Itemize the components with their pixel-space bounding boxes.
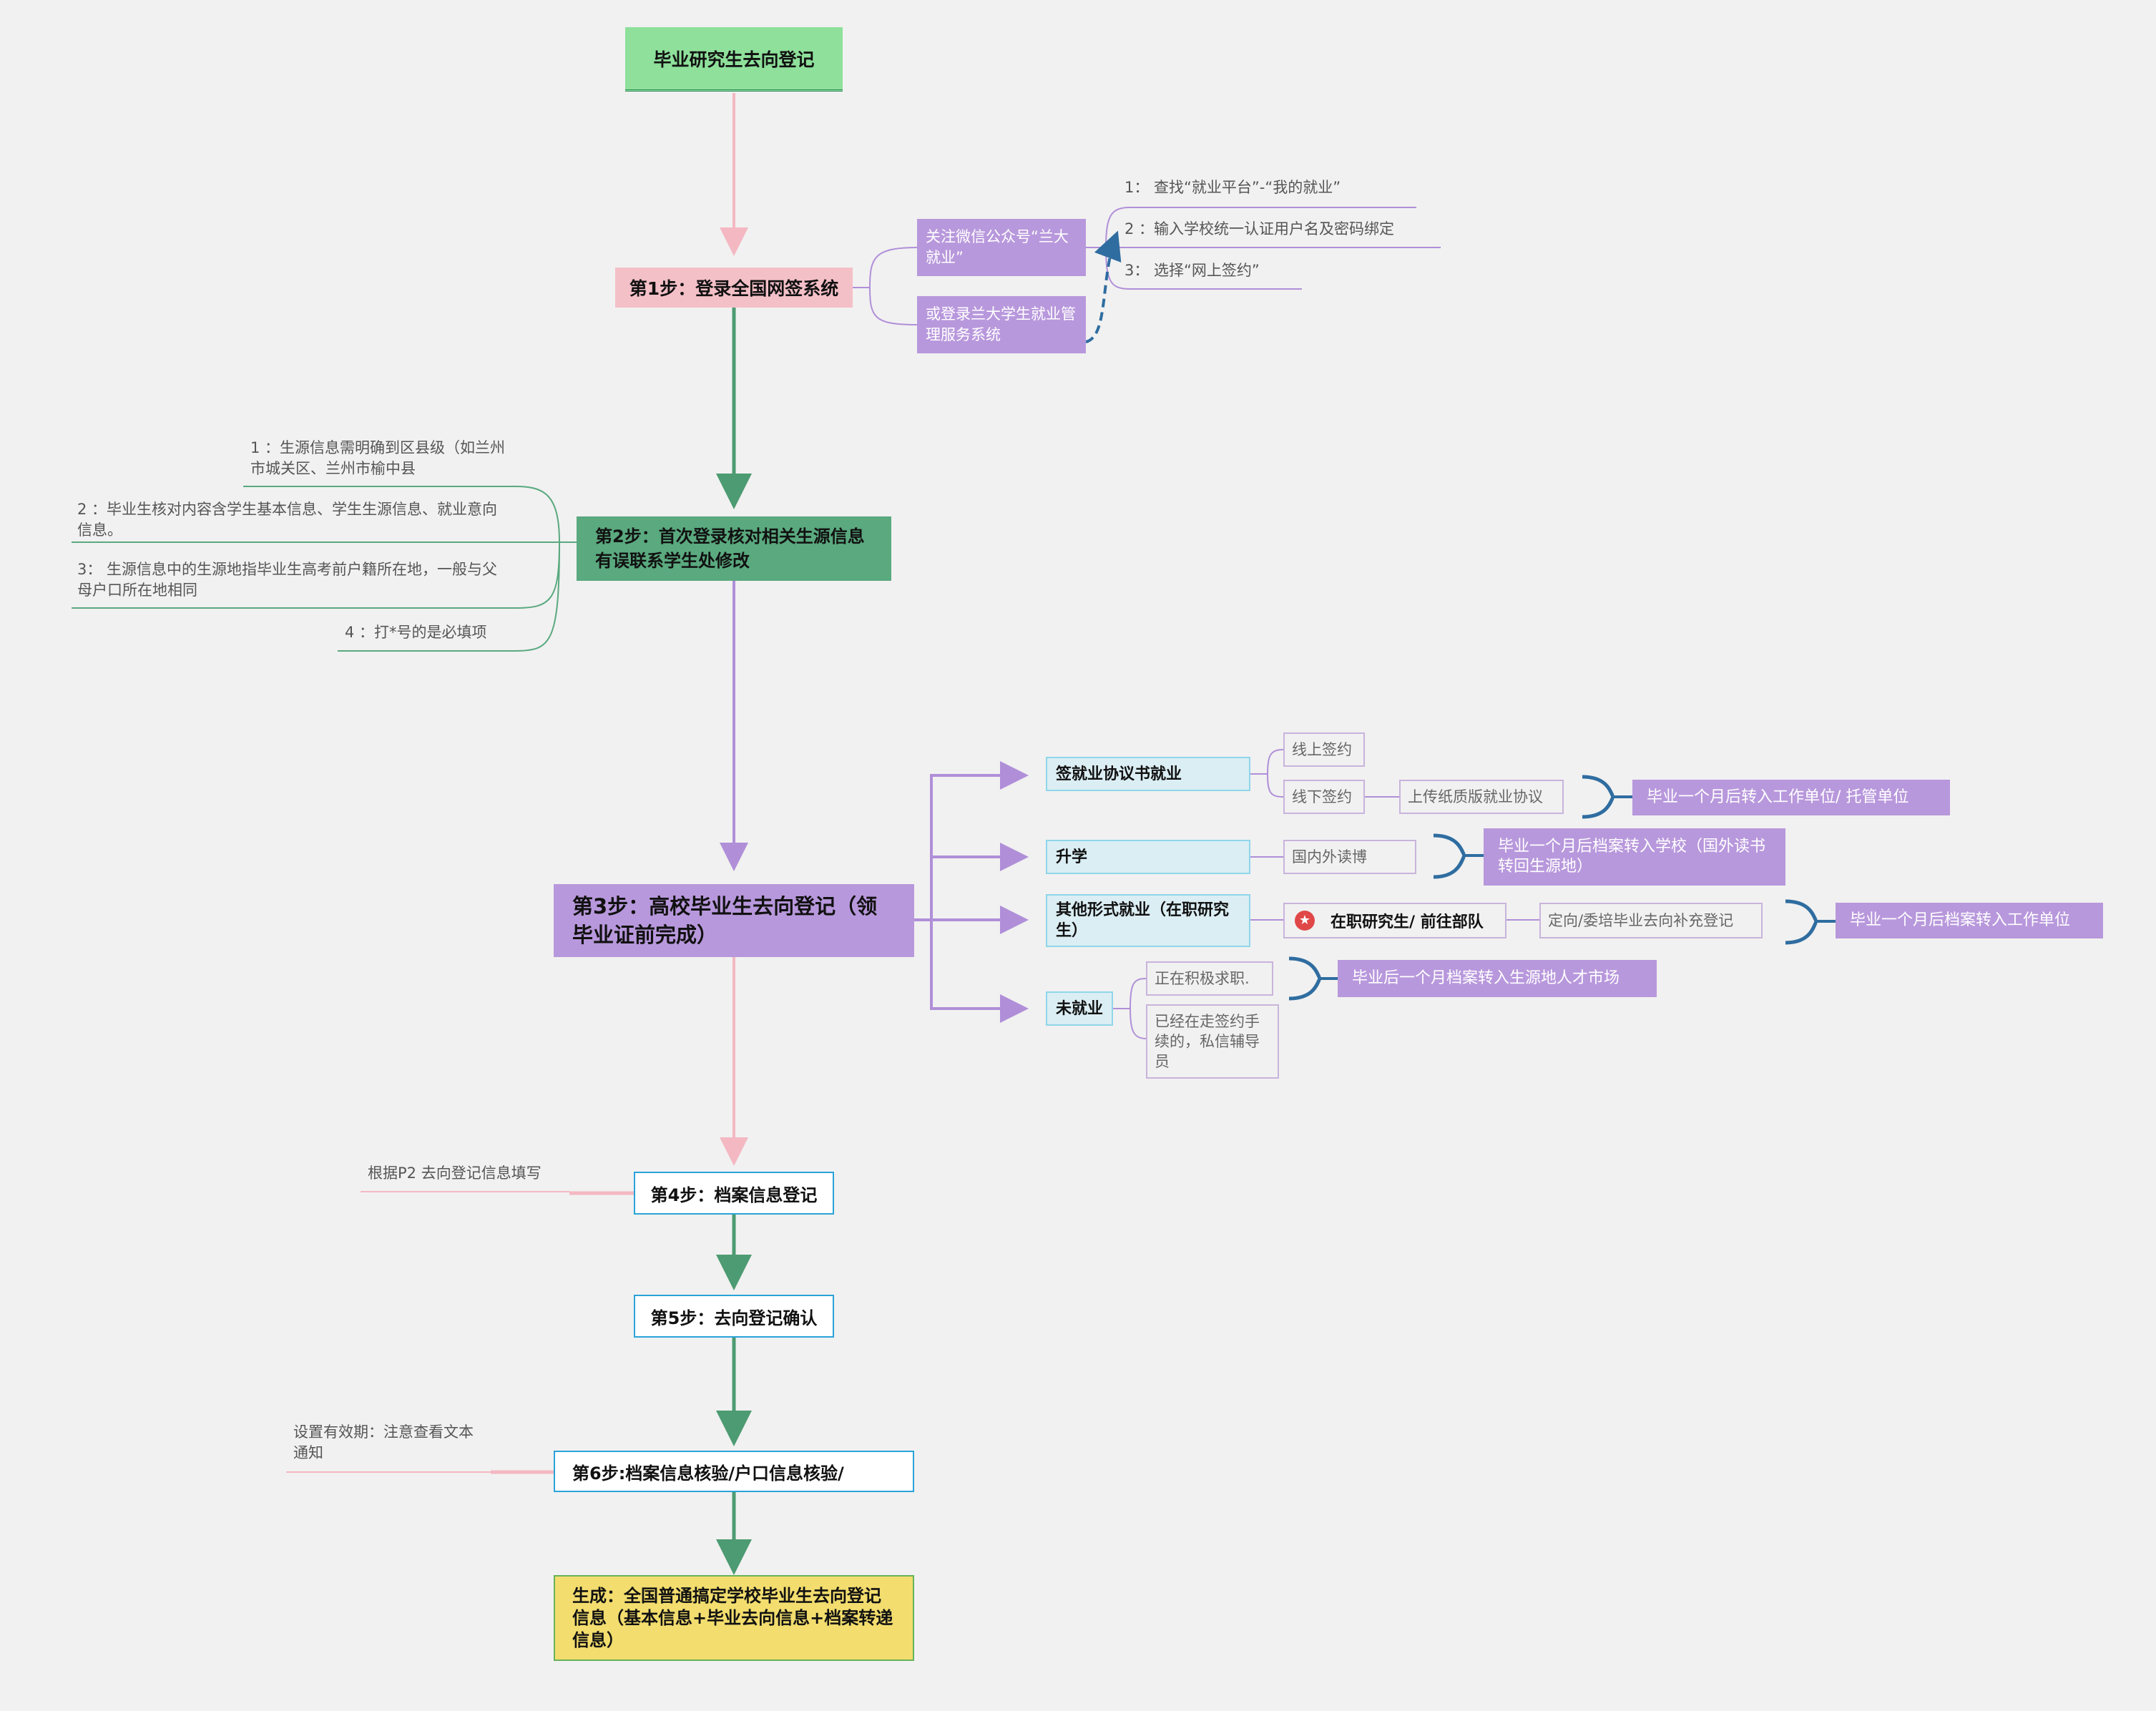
step1-node[interactable]: 第1步：登录全国网签系统	[615, 268, 853, 308]
step2-note1[interactable]: 1 ：生源信息需明确到区县级（如兰州市城关区、兰州市榆中县	[250, 439, 506, 477]
category-unemployed[interactable]: 未就业	[1046, 991, 1113, 1026]
step5-label: 第5步：去向登记确认	[650, 1308, 818, 1328]
paper-upload-node[interactable]: 上传纸质版就业协议	[1399, 780, 1564, 814]
category-agreement[interactable]: 签就业协议书就业	[1046, 757, 1250, 791]
step2-node[interactable]: 第2步：首次登录核对相关生源信息有误联系学生处修改	[577, 516, 891, 581]
signing-process-node[interactable]: 已经在走签约手续的，私信辅导员	[1146, 1004, 1279, 1079]
step1-sub3[interactable]: 3： 选择“网上签约”	[1124, 262, 1260, 279]
category-study[interactable]: 升学	[1046, 840, 1250, 874]
step2-note3[interactable]: 3： 生源信息中的生源地指毕业生高考前户籍所在地，一般与父母户口所在地相同	[77, 561, 498, 599]
result-node[interactable]: 生成：全国普通搞定学校毕业生去向登记信息（基本信息+毕业去向信息+档案转递信息）	[554, 1575, 914, 1661]
job-seeking-node[interactable]: 正在积极求职.	[1146, 961, 1273, 996]
unemployed-result-node[interactable]: 毕业后一个月档案转入生源地人才市场	[1338, 960, 1657, 997]
step4-note[interactable]: 根据P2 去向登记信息填写	[368, 1165, 542, 1182]
title-node[interactable]: 毕业研究生去向登记	[625, 27, 843, 92]
step4-label: 第4步：档案信息登记	[650, 1185, 818, 1205]
step4-node[interactable]: 第4步：档案信息登记	[634, 1172, 834, 1215]
step6-note[interactable]: 设置有效期：注意查看文本通知	[293, 1423, 474, 1461]
portal-node[interactable]: 或登录兰大学生就业管理服务系统	[917, 296, 1086, 353]
step6-node[interactable]: 第6步:档案信息核验/户口信息核验/	[554, 1451, 914, 1492]
step5-node[interactable]: 第5步：去向登记确认	[634, 1295, 834, 1338]
step3-label: 第3步：高校毕业生去向登记（领毕业证前完成）	[572, 894, 878, 947]
step1-sub1[interactable]: 1： 查找“就业平台”-“我的就业”	[1124, 179, 1341, 196]
step2-label: 第2步：首次登录核对相关生源信息有误联系学生处修改	[595, 526, 865, 571]
step1-sub2[interactable]: 2 ：输入学校统一认证用户名及密码绑定	[1124, 220, 1395, 237]
portal-label: 或登录兰大学生就业管理服务系统	[926, 305, 1076, 343]
agreement-result-node[interactable]: 毕业一个月后转入工作单位/ 托管单位	[1632, 780, 1950, 815]
other-detail-node[interactable]: ★ 在职研究生/ 前往部队	[1283, 903, 1506, 938]
star-icon: ★	[1295, 911, 1315, 931]
step6-label: 第6步:档案信息核验/户口信息核验/	[572, 1463, 844, 1484]
wechat-node[interactable]: 关注微信公众号“兰大就业”	[917, 219, 1086, 276]
offline-sign-node[interactable]: 线下签约	[1283, 780, 1365, 814]
wechat-label: 关注微信公众号“兰大就业”	[926, 228, 1069, 266]
step2-note2[interactable]: 2 ：毕业生核对内容含学生基本信息、学生生源信息、就业意向信息。	[77, 501, 498, 539]
step1-label: 第1步：登录全国网签系统	[629, 278, 839, 299]
other-result-node[interactable]: 毕业一个月后档案转入工作单位	[1836, 903, 2103, 938]
category-other[interactable]: 其他形式就业（在职研究生）	[1046, 894, 1250, 947]
online-sign-node[interactable]: 线上签约	[1283, 732, 1365, 767]
step3-node[interactable]: 第3步：高校毕业生去向登记（领毕业证前完成）	[554, 884, 914, 957]
result-label: 生成：全国普通搞定学校毕业生去向登记信息（基本信息+毕业去向信息+档案转递信息）	[572, 1585, 893, 1650]
study-detail-node[interactable]: 国内外读博	[1283, 840, 1416, 874]
title-label: 毕业研究生去向登记	[653, 49, 815, 70]
other-register-node[interactable]: 定向/委培毕业去向补充登记	[1539, 903, 1763, 938]
step2-note4[interactable]: 4 ：打*号的是必填项	[345, 624, 487, 641]
study-result-node[interactable]: 毕业一个月后档案转入学校（国外读书转回生源地）	[1484, 828, 1785, 886]
